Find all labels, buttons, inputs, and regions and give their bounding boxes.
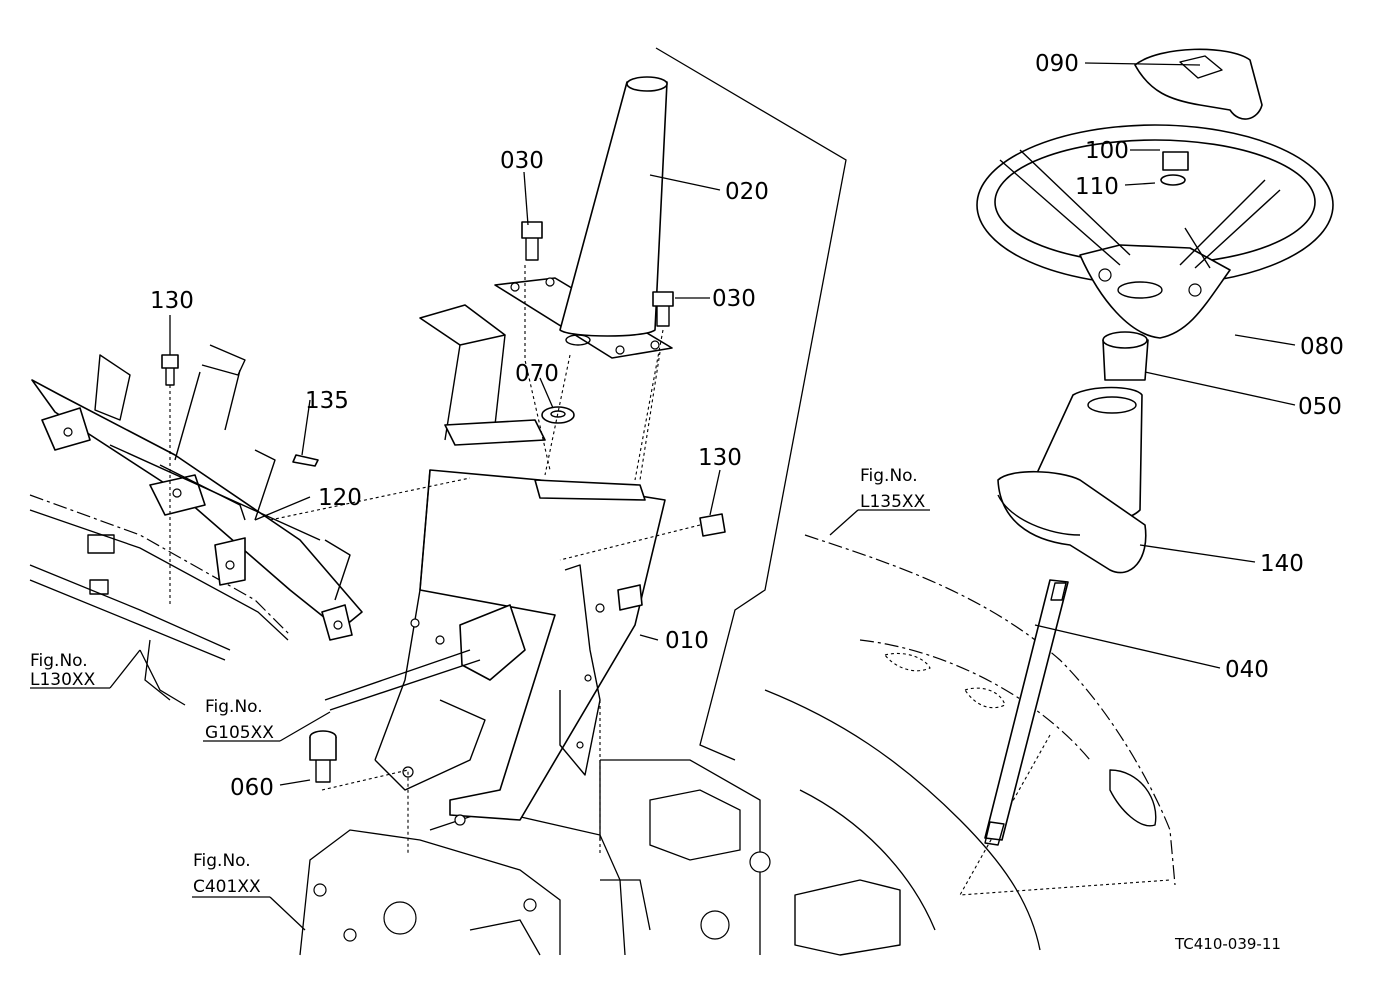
part-label-050: 050 — [1298, 394, 1342, 420]
fig-ref-prefix-g105: Fig.No. — [205, 697, 263, 717]
washer-110 — [1160, 174, 1186, 186]
part-label-100: 100 — [1085, 138, 1129, 164]
part-label-080: 080 — [1300, 334, 1344, 360]
part-label-110: 110 — [1075, 174, 1119, 200]
part-label-130-left: 130 — [150, 288, 194, 314]
part-label-140: 140 — [1260, 551, 1304, 577]
column-bracket-010 — [324, 304, 666, 826]
tractor-body-outline — [29, 494, 1176, 956]
part-label-135: 135 — [305, 388, 349, 414]
part-label-090: 090 — [1035, 51, 1079, 77]
horn-cap-090 — [1134, 48, 1263, 120]
part-label-020: 020 — [725, 179, 769, 205]
part-label-120: 120 — [318, 485, 362, 511]
bolt-030-right — [652, 291, 674, 327]
steering-shaft-040 — [984, 579, 1069, 846]
clip-135 — [292, 454, 319, 467]
bolt-130-left — [161, 354, 179, 605]
drawing-code: TC410-039-11 — [1174, 935, 1281, 953]
fig-ref-code-c401: C401XX — [193, 877, 261, 897]
part-label-040: 040 — [1225, 657, 1269, 683]
part-label-030-top: 030 — [500, 148, 544, 174]
bolt-060 — [309, 730, 337, 783]
fig-ref-prefix-l135: Fig.No. — [860, 466, 918, 486]
bolt-030-upper — [521, 221, 543, 261]
steering-wheel-080 — [976, 124, 1334, 339]
bolt-130-right — [559, 513, 726, 561]
fig-ref-prefix-c401: Fig.No. — [193, 851, 251, 871]
part-label-010: 010 — [665, 628, 709, 654]
leader-lines — [30, 62, 1296, 931]
part-label-070: 070 — [515, 361, 559, 387]
part-label-130-right: 130 — [698, 445, 742, 471]
column-boot-140 — [997, 386, 1147, 574]
part-label-030-right: 030 — [712, 286, 756, 312]
assembly-plane-outline — [655, 47, 847, 761]
fig-ref-code-l135: L135XX — [860, 492, 926, 512]
bracket-frame-120 — [31, 344, 363, 641]
column-tube-020 — [494, 76, 673, 359]
fig-ref-code-l130: L130XX — [30, 670, 96, 690]
part-labels: 020 030 030 070 130 135 120 130 010 060 … — [30, 51, 1344, 953]
bushing-050 — [1102, 331, 1149, 381]
fig-ref-prefix-l130: Fig.No. — [30, 651, 88, 671]
fig-ref-code-g105: G105XX — [205, 723, 274, 743]
nut-100 — [1162, 151, 1189, 171]
part-label-060: 060 — [230, 775, 274, 801]
